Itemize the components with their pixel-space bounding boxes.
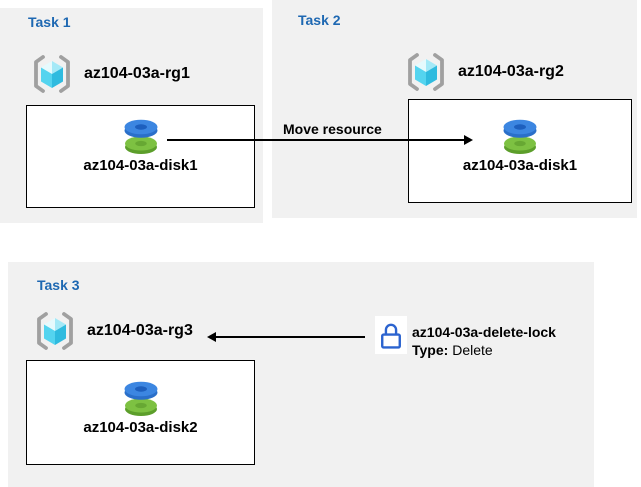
task1-rg-label: az104-03a-rg1 bbox=[84, 65, 190, 82]
task1-resource-group: az104-03a-rg1 bbox=[30, 54, 190, 94]
task1-resource-box: az104-03a-disk1 bbox=[26, 105, 255, 208]
move-resource-label: Move resource bbox=[283, 121, 382, 137]
move-arrow-line bbox=[167, 139, 464, 141]
lock-type-label: Type: Delete bbox=[412, 343, 493, 357]
disk-icon bbox=[121, 112, 161, 156]
disk-icon bbox=[500, 112, 540, 156]
task1-disk-label: az104-03a-disk1 bbox=[83, 157, 198, 174]
disk-icon bbox=[121, 374, 161, 418]
resource-group-icon bbox=[404, 52, 448, 92]
task2-resource-box: az104-03a-disk1 bbox=[408, 99, 632, 203]
task1-title: Task 1 bbox=[28, 14, 71, 30]
task3-resource-box: az104-03a-disk2 bbox=[26, 360, 255, 465]
task2-disk-label: az104-03a-disk1 bbox=[462, 157, 578, 174]
lock-arrow-head-icon bbox=[207, 331, 216, 342]
lock-name-label: az104-03a-delete-lock bbox=[412, 324, 556, 340]
task2-title: Task 2 bbox=[298, 12, 341, 28]
task2-resource-group: az104-03a-rg2 bbox=[404, 52, 564, 92]
lock-icon bbox=[375, 316, 407, 354]
resource-group-icon bbox=[30, 54, 74, 94]
lock-type-value: Delete bbox=[452, 342, 493, 358]
task3-rg-label: az104-03a-rg3 bbox=[87, 322, 193, 339]
move-arrow-head-icon bbox=[464, 134, 473, 145]
task3-resource-group: az104-03a-rg3 bbox=[33, 311, 193, 351]
task3-disk-label: az104-03a-disk2 bbox=[83, 419, 198, 436]
lock-type-key: Type: bbox=[412, 342, 449, 358]
task2-rg-label: az104-03a-rg2 bbox=[458, 63, 564, 80]
task3-title: Task 3 bbox=[37, 277, 80, 293]
lock-arrow-line bbox=[216, 336, 365, 338]
resource-group-icon bbox=[33, 311, 77, 351]
